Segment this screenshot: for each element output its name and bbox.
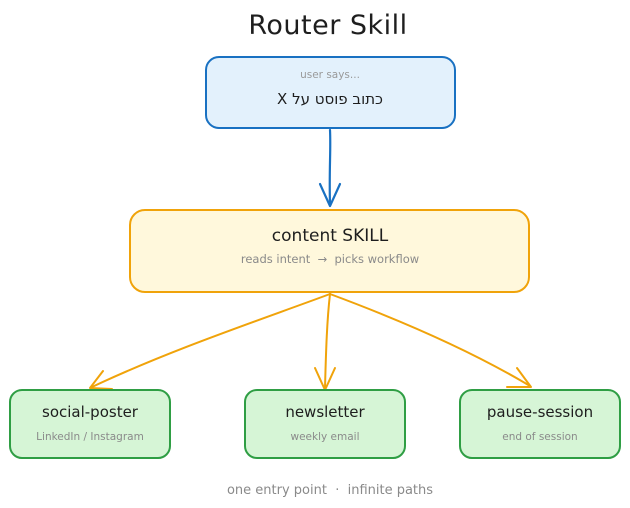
diagram-footer: one entry point · infinite paths	[227, 483, 433, 498]
workflow-title: newsletter	[285, 403, 365, 421]
workflow-title: social-poster	[42, 403, 139, 421]
connector-router-to-newsletter	[314, 293, 336, 391]
input-node: user says... כתוב פוסט על X	[205, 56, 456, 129]
workflow-node-pause-session: pause-session end of session	[459, 389, 621, 459]
connector-input-to-router	[318, 128, 342, 208]
diagram-title: Router Skill	[248, 10, 407, 41]
workflow-node-social-poster: social-poster LinkedIn / Instagram	[9, 389, 171, 459]
workflow-subtitle: end of session	[502, 431, 577, 443]
router-subtitle: reads intent → picks workflow	[241, 252, 419, 266]
connector-router-to-social-poster	[89, 293, 331, 390]
router-node: content SKILL reads intent → picks workf…	[129, 209, 530, 293]
workflow-title: pause-session	[487, 403, 593, 421]
input-hint: user says...	[300, 69, 360, 81]
workflow-subtitle: LinkedIn / Instagram	[36, 431, 144, 443]
workflow-subtitle: weekly email	[290, 431, 359, 443]
input-text: כתוב פוסט על X	[277, 90, 383, 108]
router-title: content SKILL	[272, 226, 389, 246]
workflow-node-newsletter: newsletter weekly email	[244, 389, 406, 459]
connector-router-to-pause-session	[329, 293, 532, 388]
